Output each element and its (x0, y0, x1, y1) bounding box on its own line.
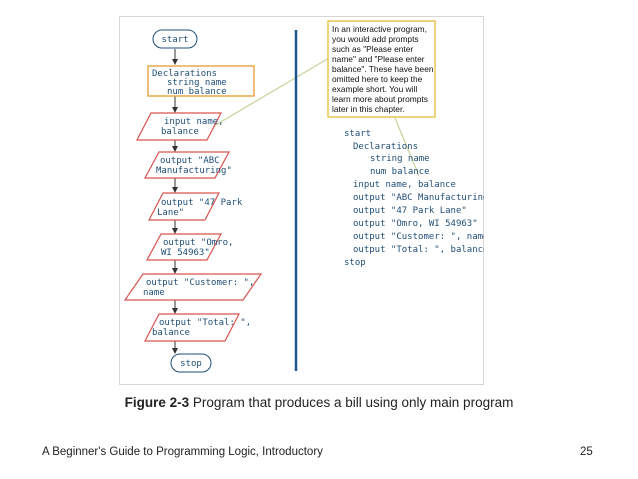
callout-line: you would add prompts (332, 34, 419, 44)
start-label: start (161, 35, 188, 45)
callout-line: balance". These have been (332, 64, 434, 74)
output-customer-line2: name (143, 288, 165, 298)
callout-line: omitted here to keep the (332, 74, 423, 84)
pseudocode-line: output "Customer: ", name (353, 232, 484, 242)
pseudocode-line: input name, balance (353, 180, 456, 190)
figure-caption: Figure 2-3 Program that produces a bill … (0, 395, 638, 410)
callout-box (327, 20, 436, 118)
figure-caption-text: Program that produces a bill using only … (192, 395, 514, 410)
page-number: 25 (580, 446, 593, 458)
output-abc-line1: output "ABC (160, 156, 220, 166)
output-park-line1: output "47 Park (161, 198, 243, 208)
output-park-line2: Lane" (157, 208, 184, 218)
output-omro-line1: output "Omro, (163, 238, 233, 248)
pseudocode-line: start (344, 129, 371, 139)
callout-connector-flowchart (213, 57, 330, 127)
output-abc-line2: Manufacturing" (156, 166, 232, 176)
callout-line: example short. You will (332, 84, 417, 94)
figure-label: Figure 2-3 (124, 395, 190, 410)
output-parallelogram-customer (123, 273, 263, 301)
callout-line: learn more about prompts (332, 94, 428, 104)
declarations-balance-var: num balance (167, 87, 227, 97)
pseudocode-block: start Declarations string name num balan… (344, 129, 484, 268)
flowchart-figure: start Declarations string name num balan… (119, 16, 484, 385)
output-parallelogram-total (144, 313, 240, 342)
callout-connector-pseudocode (392, 112, 420, 177)
input-text-line2: balance (161, 127, 199, 137)
start-terminal (152, 29, 198, 49)
pseudocode-line: Declarations (353, 142, 418, 152)
output-parallelogram-park (148, 192, 220, 221)
input-parallelogram (136, 112, 222, 141)
pseudocode-line: output "Total: ", balance (353, 245, 484, 255)
footer-book-title: A Beginner's Guide to Programming Logic,… (42, 446, 323, 458)
output-total-line2: balance (152, 328, 190, 338)
callout-line: later in this chapter. (332, 104, 405, 114)
callout-line: such as "Please enter (332, 44, 413, 54)
pseudocode-line: stop (344, 258, 366, 268)
pseudocode-line: string name (370, 154, 430, 164)
pseudocode-line: output "Omro, WI 54963" (353, 219, 478, 229)
output-total-line1: output "Total: ", (159, 318, 251, 328)
callout-line: name" and "Please enter (332, 54, 425, 64)
stop-label: stop (180, 359, 202, 369)
output-parallelogram-omro (145, 233, 223, 261)
pseudocode-line: output "47 Park Lane" (353, 206, 467, 216)
output-customer-line1: output "Customer: ", (146, 278, 254, 288)
declarations-box (147, 65, 255, 97)
pseudocode-line: num balance (370, 167, 430, 177)
output-parallelogram-abc (143, 151, 231, 179)
input-text-line1: input name, (164, 117, 224, 127)
stop-terminal (170, 353, 212, 373)
pseudocode-line: output "ABC Manufacturing" (353, 193, 484, 203)
callout-line: In an interactive program, (332, 24, 427, 34)
declarations-name-var: string name (167, 78, 227, 88)
output-omro-line2: WI 54963" (161, 248, 210, 258)
declarations-label: Declarations (152, 69, 217, 79)
